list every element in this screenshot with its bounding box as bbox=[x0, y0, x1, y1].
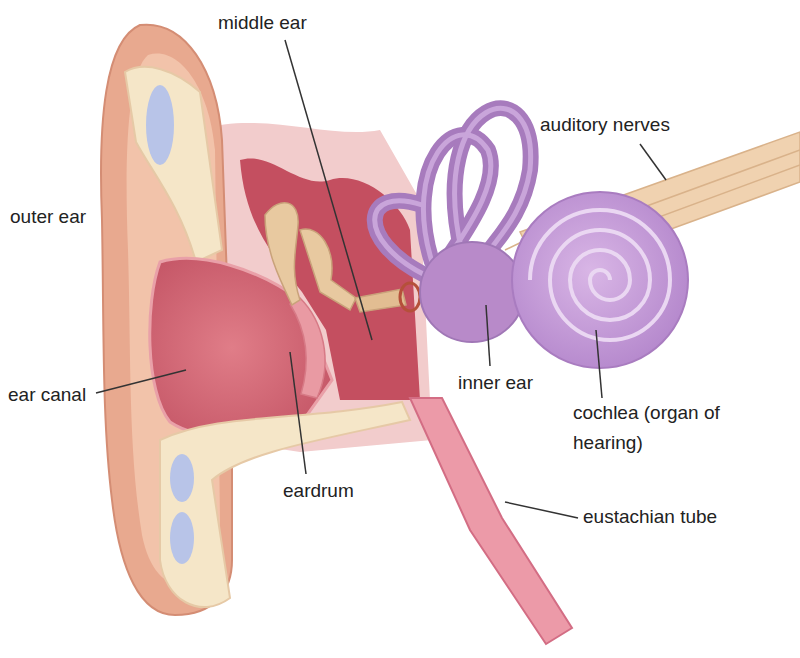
lower-bone bbox=[160, 402, 410, 607]
cochlea-spiral bbox=[530, 210, 670, 340]
part-label: middle ear bbox=[218, 8, 307, 38]
cochlea-shape bbox=[512, 192, 688, 368]
canal-loop bbox=[375, 201, 425, 275]
part-label: inner ear bbox=[458, 368, 533, 398]
canal-loop bbox=[455, 108, 531, 262]
stapes-footplate bbox=[400, 283, 420, 311]
leader-line bbox=[96, 370, 186, 393]
upper-bone bbox=[125, 67, 222, 262]
incus bbox=[300, 229, 356, 310]
leader-line bbox=[596, 330, 602, 398]
part-label: ear canal bbox=[8, 380, 86, 410]
vestibule bbox=[420, 242, 524, 342]
part-label: auditory nerves bbox=[540, 110, 670, 140]
leader-line bbox=[290, 352, 306, 474]
leader-line bbox=[640, 144, 666, 180]
part-label: eustachian tube bbox=[583, 502, 717, 532]
eardrum-membrane bbox=[290, 298, 325, 398]
cartilage bbox=[146, 85, 174, 165]
part-label: cochlea (organ of hearing) bbox=[573, 398, 773, 458]
canal-loop bbox=[375, 201, 425, 275]
leader-line bbox=[486, 305, 490, 366]
eustachian-tube-shape bbox=[410, 398, 572, 644]
leader-line bbox=[505, 502, 578, 518]
cartilage bbox=[170, 454, 194, 502]
malleus bbox=[265, 203, 300, 305]
leader-line bbox=[285, 40, 372, 340]
part-label: outer ear bbox=[10, 202, 86, 232]
cartilage bbox=[170, 512, 194, 564]
part-label: eardrum bbox=[283, 476, 354, 506]
canal-loop bbox=[455, 108, 531, 262]
